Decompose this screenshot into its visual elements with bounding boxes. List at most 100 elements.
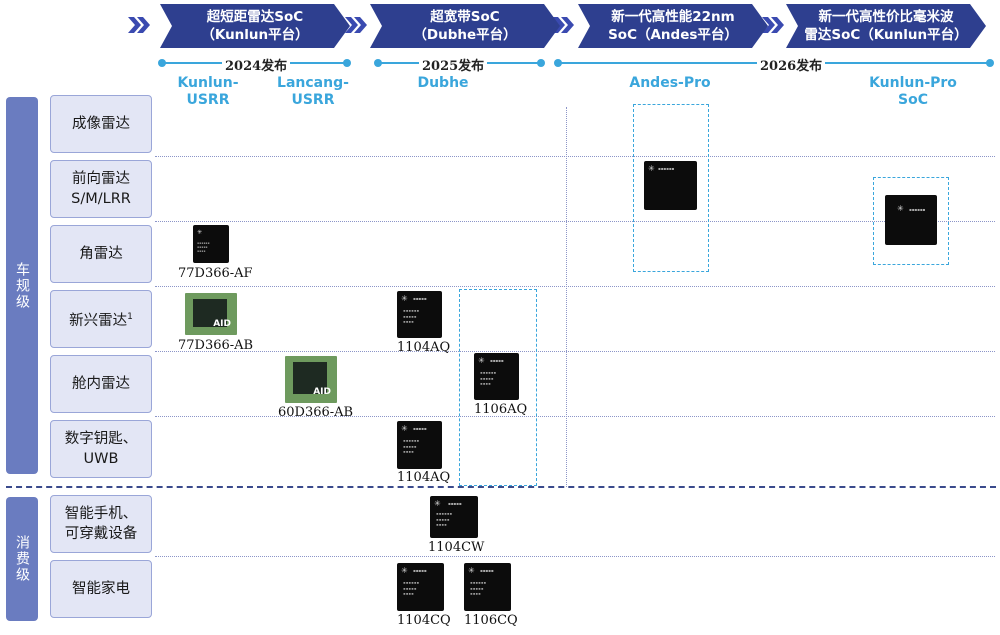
product-dubhe: Dubhe (398, 75, 488, 92)
chip-marking: ▪▪▪▪▪ (413, 296, 427, 301)
chip-1106cq: ✳ ▪▪▪▪▪ ▪▪▪▪▪▪ ▪▪▪▪▪ ▪▪▪▪ (464, 563, 511, 611)
year-label-2025: 2025发布 (419, 55, 488, 74)
banner-line1: 超宽带SoC (430, 9, 500, 25)
chevron-right-icon (345, 17, 367, 33)
chip-logo-icon: ✳ (468, 566, 475, 575)
product-line1: Kunlun-Pro (869, 75, 957, 91)
chip-marking: ▪▪▪▪▪▪ ▪▪▪▪▪ ▪▪▪▪ (480, 371, 497, 387)
row-label-sub: S/M/LRR (71, 191, 131, 207)
row-label: 新兴雷达1 (69, 307, 133, 331)
product-kunlun-pro: Kunlun-Pro SoC (858, 75, 968, 109)
chip-77d366-af: ✳ ▪▪▪▪▪▪ ▪▪▪▪▪ ▪▪▪▪ (193, 225, 229, 263)
timeline-dot (343, 59, 351, 67)
row-label-text: 新兴雷达 (69, 312, 128, 329)
row-smart-appliance: 智能家电 (50, 560, 152, 618)
chip-logo-icon: ✳ (401, 424, 408, 433)
product-lancang-usrr: Lancang- USRR (268, 75, 358, 109)
row-label: 智能家电 (72, 581, 130, 597)
row-imaging-radar: 成像雷达 (50, 95, 152, 153)
product-line1: Kunlun- (177, 75, 239, 91)
chip-77d366-ab: AID (185, 293, 237, 335)
banner-line1: 新一代高性价比毫米波 (818, 9, 954, 25)
chip-andes-pro: ✳ ▪▪▪▪▪▪ (644, 161, 697, 210)
category-divider (6, 486, 996, 488)
chip-marking: ▪▪▪▪▪ (490, 358, 504, 363)
chip-1104cw: ✳ ▪▪▪▪▪ ▪▪▪▪▪▪ ▪▪▪▪▪ ▪▪▪▪ (430, 496, 478, 538)
chip-kunlun-pro: ✳ ▪▪▪▪▪▪ (885, 195, 937, 245)
chip-logo-icon: ✳ (401, 566, 408, 575)
chip-marking: ▪▪▪▪▪ (448, 501, 462, 506)
chip-logo-icon: ✳ (897, 204, 904, 213)
chip-logo-icon: ✳ (434, 499, 441, 508)
row-forward-radar: 前向雷达 S/M/LRR (50, 160, 152, 218)
chip-logo-icon: ✳ (401, 294, 408, 303)
row-label-sub: 可穿戴设备 (64, 526, 138, 542)
chip-marking: ▪▪▪▪▪▪ ▪▪▪▪▪ ▪▪▪▪ (403, 309, 420, 325)
chip-marking: ▪▪▪▪▪ (480, 568, 494, 573)
chip-marking: ▪▪▪▪▪ (413, 426, 427, 431)
product-line2: USRR (291, 92, 335, 108)
chip-label-77d366-af: 77D366-AF (178, 266, 253, 281)
banner-kunlun-pro: 新一代高性价比毫米波 雷达SoC（Kunlun平台） (786, 4, 986, 48)
chip-label-1106cq: 1106CQ (464, 613, 518, 628)
banner-line2: SoC（Andes平台） (608, 27, 738, 43)
row-label: 智能手机、 (64, 506, 138, 522)
timeline-dot (158, 59, 166, 67)
row-corner-radar: 角雷达 (50, 225, 152, 283)
product-andes-pro: Andes-Pro (620, 75, 720, 92)
chip-die (293, 362, 327, 394)
chip-brand-mark: AID (213, 319, 231, 329)
kunlun-pro-highlight (873, 177, 949, 265)
grid-line (155, 416, 995, 417)
banner-andes: 新一代高性能22nm SoC（Andes平台） (578, 4, 768, 48)
product-line2: USRR (186, 92, 230, 108)
andes-pro-highlight (633, 104, 709, 272)
chip-label-60d366-ab: 60D366-AB (278, 405, 354, 420)
grid-line (155, 156, 995, 157)
grid-line (155, 221, 995, 222)
row-label: 前向雷达 (72, 171, 130, 187)
row-label: 成像雷达 (72, 116, 130, 132)
chip-logo-icon: ✳ (478, 356, 485, 365)
product-line1: Andes-Pro (629, 75, 711, 91)
grid-line (155, 351, 995, 352)
footnote-marker: 1 (127, 312, 133, 323)
chip-1104aq: ✳ ▪▪▪▪▪ ▪▪▪▪▪▪ ▪▪▪▪▪ ▪▪▪▪ (397, 291, 442, 338)
row-emerging-radar: 新兴雷达1 (50, 290, 152, 348)
row-label: 角雷达 (79, 246, 123, 262)
banner-line2: （Kunlun平台） (201, 27, 309, 43)
banner-dubhe: 超宽带SoC （Dubhe平台） (370, 4, 560, 48)
chip-label-1104aq: 1104AQ (397, 340, 451, 355)
chip-logo-icon: ✳ (648, 164, 655, 173)
chip-1104cq: ✳ ▪▪▪▪▪ ▪▪▪▪▪▪ ▪▪▪▪▪ ▪▪▪▪ (397, 563, 444, 611)
timeline-dot (986, 59, 994, 67)
product-line2: SoC (898, 92, 928, 108)
banner-line1: 新一代高性能22nm (611, 9, 735, 25)
category-consumer: 消费级 (6, 497, 38, 621)
chip-label-1104cq: 1104CQ (397, 613, 451, 628)
row-digital-key-uwb: 数字钥匙、 UWB (50, 420, 152, 478)
banner-line1: 超短距雷达SoC (206, 9, 304, 25)
grid-line (155, 556, 995, 557)
1106aq-highlight (459, 289, 537, 486)
chip-60d366-ab: AID (285, 356, 337, 403)
chip-label-1104aq-uwb: 1104AQ (397, 470, 451, 485)
chip-marking: ▪▪▪▪▪▪ ▪▪▪▪▪ ▪▪▪▪ (436, 512, 453, 528)
grid-line (155, 286, 995, 287)
banner-line2: 雷达SoC（Kunlun平台） (804, 27, 968, 43)
chip-marking: ▪▪▪▪▪ (413, 568, 427, 573)
banner-kunlun-usrr: 超短距雷达SoC （Kunlun平台） (160, 4, 350, 48)
chip-label-1106aq: 1106AQ (474, 402, 528, 417)
row-label: 舱内雷达 (72, 376, 130, 392)
product-line1: Lancang- (277, 75, 349, 91)
chip-marking: ▪▪▪▪▪▪ ▪▪▪▪▪ ▪▪▪▪ (403, 581, 420, 597)
chip-1106aq: ✳ ▪▪▪▪▪ ▪▪▪▪▪▪ ▪▪▪▪▪ ▪▪▪▪ (474, 353, 519, 400)
banner-line2: （Dubhe平台） (413, 27, 517, 43)
chip-marking: ▪▪▪▪▪▪ ▪▪▪▪▪ ▪▪▪▪ (470, 581, 487, 597)
chip-marking: ▪▪▪▪▪▪ ▪▪▪▪▪ ▪▪▪▪ (403, 439, 420, 455)
category-automotive: 车规级 (6, 97, 38, 474)
chip-marking: ▪▪▪▪▪▪ (909, 207, 926, 212)
chip-die (193, 299, 227, 327)
chip-label-77d366-ab: 77D366-AB (178, 338, 254, 353)
chip-label-1104cw: 1104CW (428, 540, 485, 555)
